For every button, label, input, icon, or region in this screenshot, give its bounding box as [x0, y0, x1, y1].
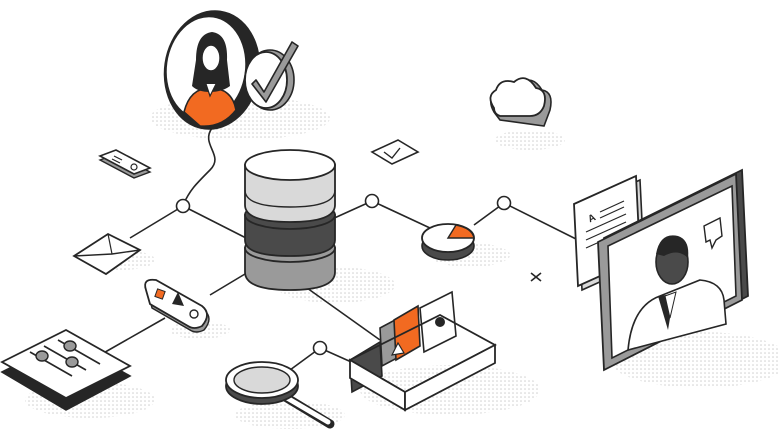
magnifier-icon [225, 361, 335, 429]
node-left [175, 198, 191, 214]
connection-lines [99, 127, 579, 371]
checkmark-badge-icon [244, 41, 299, 111]
id-card-icon [98, 149, 152, 179]
node-bottom [312, 340, 328, 356]
pie-chart-icon [421, 223, 475, 261]
cloud-icon [489, 77, 552, 127]
connection-nodes [175, 193, 512, 356]
node-right [496, 195, 512, 211]
code-tag-icon [370, 139, 420, 165]
sliders-panel-icon [0, 328, 132, 411]
shapes-tag-icon [144, 278, 210, 333]
node-center [364, 193, 380, 209]
file-box-icon [348, 290, 497, 412]
user-avatar-icon [163, 10, 261, 130]
close-x-icon [530, 272, 542, 282]
database-icon [244, 149, 336, 291]
svg-text:A: A [587, 212, 598, 225]
envelope-icon [72, 232, 142, 276]
video-call-monitor-icon [597, 168, 749, 372]
